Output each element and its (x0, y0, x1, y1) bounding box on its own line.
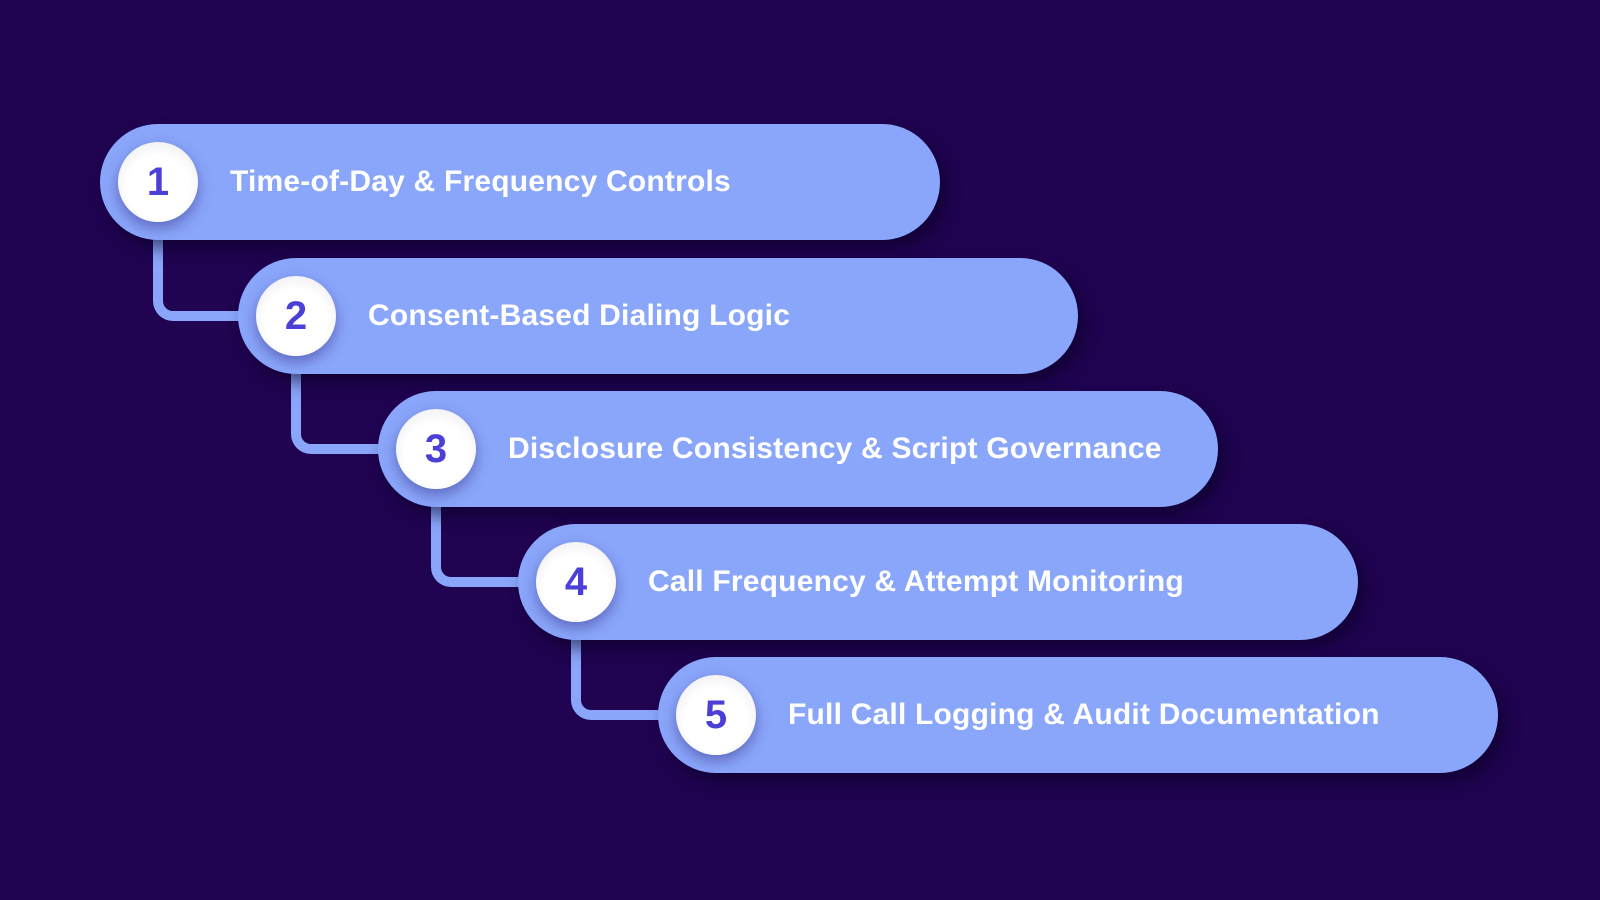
step-pill-3: 3 Disclosure Consistency & Script Govern… (378, 391, 1218, 507)
step-number-badge-1: 1 (118, 142, 198, 222)
connector-step4-step5 (571, 634, 664, 720)
step-pill-5: 5 Full Call Logging & Audit Documentatio… (658, 657, 1498, 773)
step-pill-4: 4 Call Frequency & Attempt Monitoring (518, 524, 1358, 640)
step-pill-1: 1 Time-of-Day & Frequency Controls (100, 124, 940, 240)
step-number-3: 3 (424, 427, 448, 471)
step-number-badge-5: 5 (676, 675, 756, 755)
step-number-1: 1 (146, 160, 170, 204)
step-number-4: 4 (564, 560, 588, 604)
step-number-badge-3: 3 (396, 409, 476, 489)
step-number-badge-4: 4 (536, 542, 616, 622)
step-pill-2: 2 Consent-Based Dialing Logic (238, 258, 1078, 374)
step-number-badge-2: 2 (256, 276, 336, 356)
step-label-1: Time-of-Day & Frequency Controls (230, 165, 731, 198)
step-label-3: Disclosure Consistency & Script Governan… (508, 432, 1162, 465)
step-label-5: Full Call Logging & Audit Documentation (788, 698, 1380, 731)
connector-step3-step4 (431, 501, 524, 587)
step-number-5: 5 (704, 693, 728, 737)
step-label-4: Call Frequency & Attempt Monitoring (648, 565, 1184, 598)
connector-step2-step3 (291, 368, 384, 454)
step-label-2: Consent-Based Dialing Logic (368, 299, 791, 332)
connector-step1-step2 (153, 234, 244, 321)
step-number-2: 2 (284, 294, 308, 338)
